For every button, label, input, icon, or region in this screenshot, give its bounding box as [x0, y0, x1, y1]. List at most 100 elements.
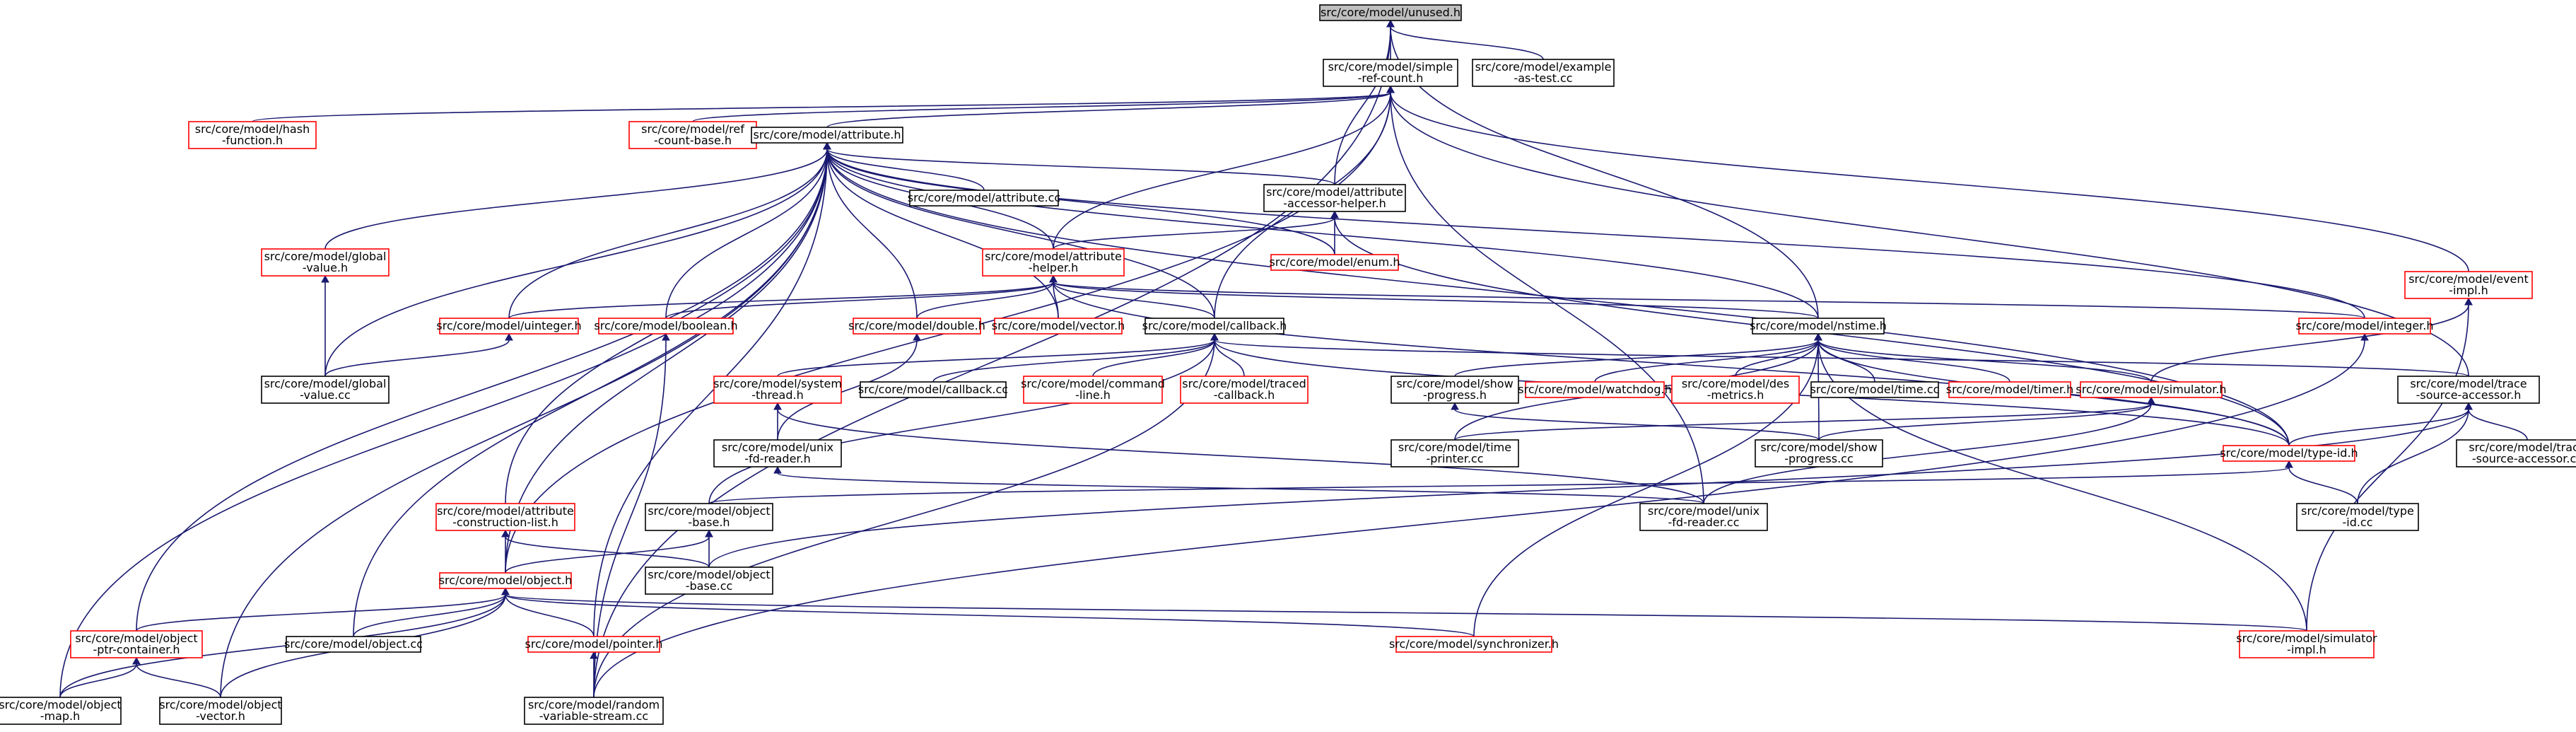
- dependency-edge: [1451, 402, 1820, 441]
- file-node-label: -base.cc: [686, 579, 733, 593]
- file-node-label: src/core/model/simulator: [2236, 632, 2377, 645]
- file-node[interactable]: src/core/model/unix-fd-reader.cc: [1639, 503, 1768, 531]
- file-node-label: src/core/model/integer.h: [2295, 319, 2433, 332]
- file-node[interactable]: src/core/model/watchdog.h: [1518, 381, 1672, 398]
- file-node-box: [286, 636, 421, 653]
- file-node[interactable]: src/core/model/traced-callback.h: [1180, 376, 1309, 404]
- file-node-box: [1270, 254, 1399, 271]
- file-node[interactable]: src/core/model/object.cc: [284, 636, 423, 653]
- file-node-box: [1671, 376, 1800, 404]
- file-node[interactable]: src/core/model/type-id.cc: [2296, 503, 2419, 531]
- file-node-label: -impl.h: [2287, 643, 2326, 656]
- file-node[interactable]: src/core/model/object-ptr-container.h: [70, 630, 203, 658]
- file-node-box: [0, 697, 122, 725]
- dependency-edge: [1735, 332, 1822, 377]
- file-node[interactable]: src/core/model/system-thread.h: [713, 376, 842, 404]
- file-node[interactable]: src/core/model/event-impl.h: [2404, 271, 2533, 299]
- file-node-box: [1391, 376, 1519, 404]
- file-node[interactable]: src/core/model/object-map.h: [0, 697, 122, 725]
- file-node-label: src/core/model/time: [1398, 441, 1511, 454]
- file-node-box: [909, 190, 1059, 207]
- file-node[interactable]: src/core/model/type-id.h: [2220, 445, 2358, 462]
- dependency-edge: [136, 587, 510, 632]
- file-node[interactable]: src/core/model/hash-function.h: [188, 121, 317, 149]
- dependency-edge: [2150, 297, 2473, 383]
- file-node[interactable]: src/core/model/attribute.cc: [908, 190, 1060, 207]
- file-node-box: [1639, 503, 1768, 531]
- file-node[interactable]: src/core/model/object-base.h: [645, 503, 773, 531]
- file-node[interactable]: src/core/model/object.h: [439, 572, 573, 589]
- file-node[interactable]: src/core/model/simulator-impl.h: [2236, 630, 2377, 658]
- file-node-label: -fd-reader.h: [744, 452, 811, 465]
- dependency-edge: [823, 141, 1819, 319]
- file-node[interactable]: src/core/model/attribute-accessor-helper…: [1263, 184, 1406, 212]
- file-node[interactable]: src/core/model/object-base.cc: [645, 567, 773, 595]
- file-node-label: src/core/model/vector.h: [992, 319, 1125, 332]
- file-node-label: src/core/model/system: [713, 377, 842, 390]
- file-node-label: src/core/model/simulator.h: [2076, 383, 2226, 396]
- file-node-box: [1144, 318, 1284, 335]
- file-node[interactable]: src/core/model/boolean.h: [594, 318, 738, 335]
- file-node-box: [2239, 630, 2375, 658]
- file-node-box: [860, 381, 1007, 398]
- file-node[interactable]: src/core/model/ref-count-base.h: [628, 121, 757, 149]
- file-node[interactable]: src/core/model/global-value.h: [261, 248, 390, 277]
- file-node[interactable]: src/core/model/attribute-construction-li…: [435, 503, 575, 531]
- file-node[interactable]: src/core/model/double.h: [848, 318, 985, 335]
- dependency-edge: [2306, 297, 2473, 632]
- file-node[interactable]: src/core/model/attribute.h: [751, 127, 903, 144]
- file-node[interactable]: src/core/model/object-vector.h: [159, 697, 282, 725]
- dependency-edge: [508, 141, 831, 319]
- file-node[interactable]: src/core/model/callback.h: [1142, 318, 1287, 335]
- file-node-label: src/core/model/global: [264, 250, 387, 263]
- file-node[interactable]: src/core/model/enum.h: [1270, 254, 1400, 271]
- file-node-label: -base.h: [688, 516, 730, 529]
- file-node-label: -metrics.h: [1707, 388, 1764, 402]
- file-node[interactable]: src/core/model/vector.h: [992, 318, 1125, 335]
- file-node[interactable]: src/core/model/pointer.h: [525, 636, 663, 653]
- file-node[interactable]: src/core/model/attribute-helper.h: [982, 248, 1125, 277]
- dependency-edge: [324, 332, 513, 377]
- file-node[interactable]: src/core/model/nstime.h: [1750, 318, 1887, 335]
- file-node[interactable]: src/core/model/global-value.cc: [261, 376, 390, 404]
- file-node[interactable]: src/core/model/callback.cc: [858, 381, 1008, 398]
- file-node[interactable]: src/core/model/timer.h: [1946, 381, 2074, 398]
- dependency-edge: [220, 141, 831, 698]
- file-node-label: -variable-stream.cc: [539, 709, 648, 723]
- file-node-label: src/core/model/object.cc: [284, 637, 423, 651]
- file-node-box: [2296, 503, 2419, 531]
- file-node-box: [261, 376, 390, 404]
- dependency-edge: [708, 402, 2473, 568]
- file-node[interactable]: src/core/model/command-line.h: [1021, 376, 1165, 404]
- file-node[interactable]: src/core/model/trace-source-accessor.h: [2397, 376, 2540, 404]
- file-node-label: src/core/model/hash: [195, 122, 310, 136]
- file-node[interactable]: src/core/model/simple-ref-count.h: [1323, 59, 1458, 87]
- file-node[interactable]: src/core/model/random-variable-stream.cc: [524, 697, 664, 725]
- file-node[interactable]: src/core/model/show-progress.cc: [1755, 439, 1883, 467]
- file-node[interactable]: src/core/model/time-printer.cc: [1391, 439, 1519, 467]
- file-node[interactable]: src/core/model/unused.h: [1319, 4, 1462, 21]
- file-node-label: src/core/model/traced: [1182, 377, 1306, 390]
- file-node[interactable]: src/core/model/show-progress.h: [1391, 376, 1519, 404]
- file-node[interactable]: src/core/model/des-metrics.h: [1671, 376, 1800, 404]
- file-node[interactable]: src/core/model/trace-source-accessor.cc: [2456, 439, 2576, 467]
- file-node-label: -ptr-container.h: [93, 643, 180, 656]
- file-node-label: src/core/model/type-id.h: [2220, 446, 2358, 460]
- file-node[interactable]: src/core/model/time.cc: [1810, 381, 1940, 398]
- file-node-label: -thread.h: [751, 388, 803, 402]
- file-node-box: [1323, 59, 1458, 87]
- file-node-label: src/core/model/attribute: [1266, 185, 1403, 199]
- file-node[interactable]: src/core/model/synchronizer.h: [1389, 636, 1559, 653]
- file-node-label: src/core/model/enum.h: [1270, 255, 1400, 269]
- file-node[interactable]: src/core/model/unix-fd-reader.h: [713, 439, 842, 467]
- file-node-label: src/core/model/unix: [1648, 504, 1760, 518]
- file-node[interactable]: src/core/model/uinteger.h: [436, 318, 582, 335]
- file-node[interactable]: src/core/model/integer.h: [2295, 318, 2434, 335]
- dependency-edge: [1703, 396, 2155, 504]
- file-node[interactable]: src/core/model/simulator.h: [2076, 381, 2227, 398]
- file-node[interactable]: src/core/model/example-as-test.cc: [1472, 59, 1615, 87]
- file-node-label: src/core/model/show: [1760, 441, 1877, 454]
- dependency-edge: [501, 529, 710, 568]
- file-node-label: src/core/model/random: [528, 698, 660, 711]
- file-node-label: src/core/model/event: [2408, 272, 2529, 286]
